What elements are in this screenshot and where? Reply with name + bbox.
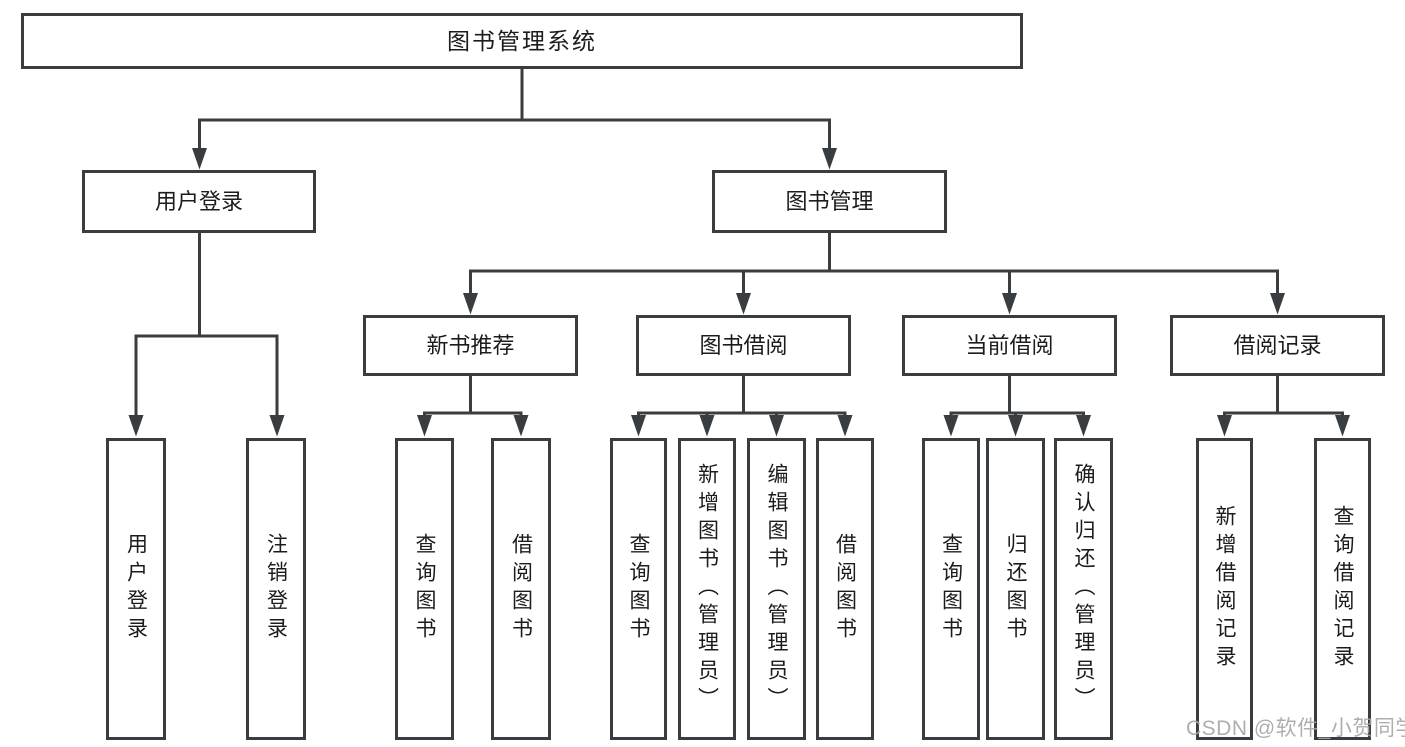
node-label: 查询图书 [939,533,963,645]
node-label: 当前借阅 [965,332,1054,358]
arrowhead-icon [1217,415,1232,437]
csdn-watermark: CSDN @软件_小贺同学 [1186,717,1405,740]
node-label: 用户登录 [124,533,148,645]
arrowhead-icon [513,415,529,437]
node-user-login-module: 用户登录 [82,170,316,233]
node-book-management-module: 图书管理 [712,170,947,233]
arrowhead-icon [128,415,144,437]
node-label: 借阅记录 [1233,332,1322,358]
node-label: 借阅图书 [509,533,533,645]
arrowhead-icon [192,148,207,170]
node-book-borrow: 图书借阅 [636,315,851,376]
arrowhead-icon [1076,415,1091,437]
node-label: 新书推荐 [426,332,515,358]
connector-current-borrow-children [943,376,1091,437]
leaf-query-books-borrow: 查询图书 [610,438,667,740]
node-label: 编辑图书（管理员） [765,463,788,715]
node-label: 注销登录 [264,533,288,645]
node-label: 查询借阅记录 [1331,505,1354,673]
arrowhead-icon [943,415,959,437]
leaf-user-login: 用户登录 [106,438,166,740]
arrowhead-icon [1270,293,1285,315]
node-label: 新增图书（管理员） [695,463,719,715]
node-label: 用户登录 [154,188,243,214]
connector-root-to-level2 [192,69,837,170]
node-current-borrow: 当前借阅 [902,315,1117,376]
arrowhead-icon [736,293,751,315]
leaf-edit-books-admin: 编辑图书（管理员） [747,438,806,740]
node-label: 归还图书 [1004,533,1027,645]
node-label: 确认归还（管理员） [1072,463,1095,715]
arrowhead-icon [463,293,478,315]
arrowhead-icon [631,415,646,437]
node-new-book-recommend: 新书推荐 [363,315,578,376]
arrowhead-icon [269,415,285,437]
leaf-add-books-admin: 新增图书（管理员） [678,438,736,740]
leaf-return-books: 归还图书 [986,438,1045,740]
node-label: 图书借阅 [699,332,788,358]
arrowhead-icon [837,415,853,437]
node-borrow-records: 借阅记录 [1170,315,1385,376]
leaf-query-books-recommend: 查询图书 [395,438,454,740]
leaf-borrow-books: 借阅图书 [816,438,874,740]
node-label: 新增借阅记录 [1213,505,1236,673]
node-label: 借阅图书 [833,533,857,645]
node-label: 查询图书 [627,533,650,645]
arrowhead-icon [699,415,715,437]
arrowhead-icon [1002,293,1017,315]
arrowhead-icon [822,148,837,170]
node-label: 图书管理系统 [447,27,597,54]
leaf-query-books-current: 查询图书 [922,438,980,740]
arrowhead-icon [769,415,784,437]
leaf-borrow-books-recommend: 借阅图书 [491,438,551,740]
connector-book-borrow-children [631,376,853,437]
node-library-system: 图书管理系统 [21,13,1023,69]
leaf-query-borrow-record: 查询借阅记录 [1314,438,1371,740]
arrowhead-icon [1008,415,1023,437]
leaf-confirm-return-admin: 确认归还（管理员） [1054,438,1113,740]
leaf-add-borrow-record: 新增借阅记录 [1196,438,1253,740]
node-label: 查询图书 [413,533,436,645]
connector-new-book-recommend-children [417,376,529,437]
connector-book-management-children [463,233,1285,315]
leaf-logout: 注销登录 [246,438,306,740]
connector-user-login-children [128,233,285,437]
arrowhead-icon [1335,415,1350,437]
arrowhead-icon [417,415,432,437]
node-label: 图书管理 [785,188,874,214]
connector-borrow-records-children [1217,376,1350,437]
